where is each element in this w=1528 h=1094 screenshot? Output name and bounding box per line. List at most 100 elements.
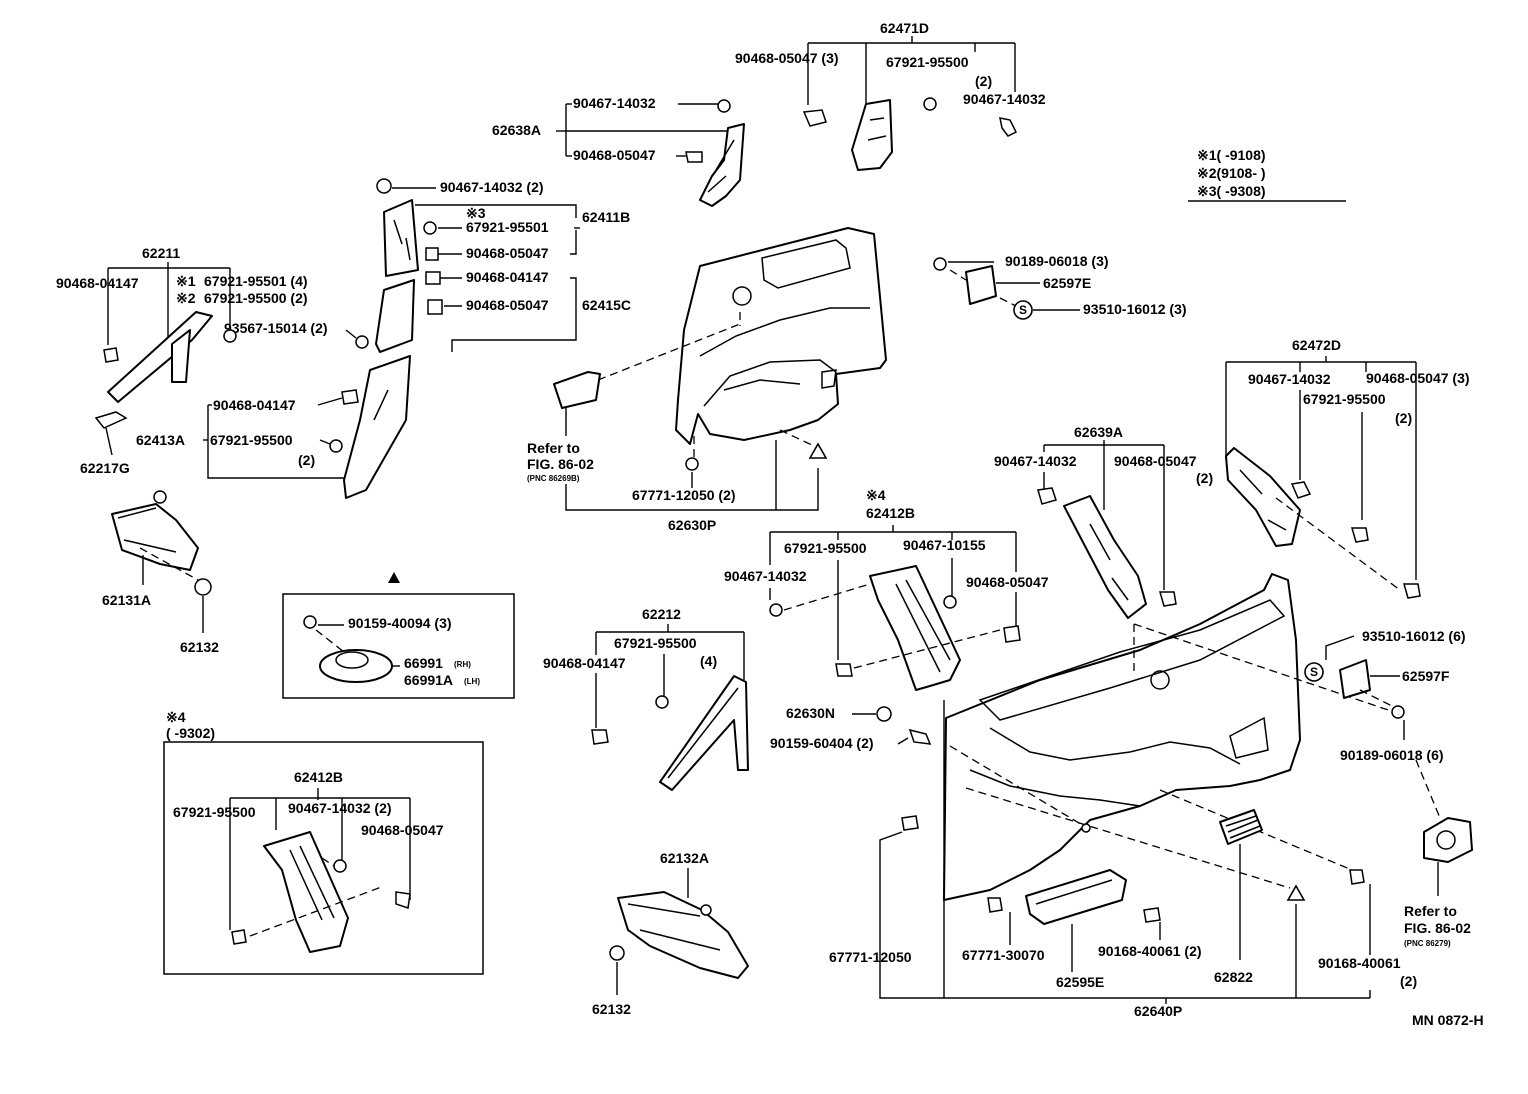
- label-90468-04147-b: 90468-04147: [213, 397, 296, 413]
- label-67921-95500-d: 67921-95500: [614, 635, 697, 651]
- label-90189-06018-3: 90189-06018 (3): [1005, 253, 1109, 269]
- part-66991: [319, 649, 393, 683]
- group-62640P: 67771-12050 67771-30070 90168-40061 (2) …: [829, 573, 1417, 1019]
- handle-62595E: [1025, 869, 1127, 925]
- group-62412B: ※4 62412B 67921-95500 90467-10155 90467-…: [724, 487, 1049, 691]
- clip-62132-b: [609, 945, 625, 961]
- group-62132A: 62132A 62132: [592, 850, 749, 1017]
- triangle-marker-2: [808, 442, 828, 459]
- refer-right-3: (PNC 86279): [1404, 939, 1451, 948]
- label-62595E: 62595E: [1056, 974, 1104, 990]
- label-90168-40061-2: 90168-40061 (2): [1098, 943, 1202, 959]
- label-90467-14032: 90467-14032: [963, 91, 1046, 107]
- group-62638A: 90467-14032 62638A 90468-05047: [492, 95, 745, 207]
- group-62131A: 62131A 62132: [102, 490, 219, 655]
- panel-62630P: [675, 227, 887, 445]
- trim-62415C: [375, 279, 415, 353]
- label-90468-05047-d: 90468-05047: [966, 574, 1049, 590]
- label-66991-rh: (RH): [454, 660, 471, 669]
- label-67921-95501: 67921-95501: [466, 219, 549, 235]
- label-67921-95500-r: 67921-95500: [1303, 391, 1386, 407]
- label-90159-40094-3: 90159-40094 (3): [348, 615, 452, 631]
- pillar-62472D: [1225, 447, 1301, 547]
- inset-note-range: ( -9302): [166, 725, 215, 741]
- inset-box: ※4 ( -9302) 62412B 67921-95500 90467-140…: [163, 709, 484, 975]
- group-66991-box: 90159-40094 (3) 66991 (RH) 66991A (LH): [282, 572, 515, 699]
- label-67771-30070: 67771-30070: [962, 947, 1045, 963]
- refer-right-2: FIG. 86-02: [1404, 920, 1471, 936]
- refer-left-3: (PNC 86269B): [527, 474, 580, 483]
- label-62131A: 62131A: [102, 592, 151, 608]
- label-62639A: 62639A: [1074, 424, 1123, 440]
- clip-67921-95500-b: [329, 439, 343, 453]
- group-62471D: 62471D 90468-05047 (3) 67921-95500 (2) 9…: [735, 20, 1046, 171]
- label-62415C: 62415C: [582, 297, 631, 313]
- label-62413A: 62413A: [136, 432, 185, 448]
- group-62597F: 93510-16012 (6) S 62597F 90189-06018 (6): [1304, 628, 1466, 763]
- refer-right-1: Refer to: [1404, 903, 1457, 919]
- label-qty-2-b: (2): [298, 452, 315, 468]
- clip-67921-95501: [423, 221, 437, 235]
- group-62211: 62211 90468-04147 ※1 67921-95501 (4) ※2 …: [56, 245, 308, 476]
- triangle-marker: [388, 572, 400, 583]
- group-62630N: 62630N 90159-60404 (2): [770, 705, 932, 751]
- label-62597F: 62597F: [1402, 668, 1450, 684]
- label-qty-2-r: (2): [1395, 410, 1412, 426]
- clip-62630N: [876, 706, 892, 722]
- trim-62411B: [383, 199, 419, 277]
- label-90168-40061: 90168-40061: [1318, 955, 1401, 971]
- bracket-62412B: [869, 565, 961, 691]
- legend-row1: ※1( -9108): [1197, 147, 1266, 163]
- label-62132-b: 62132: [592, 1001, 631, 1017]
- label-66991A-lh: (LH): [464, 677, 480, 686]
- group-62597E: 90189-06018 (3) 62597E S 93510-16012 (3): [933, 253, 1187, 320]
- panel-62132A: [617, 891, 749, 979]
- clip-90468-b: [425, 247, 439, 261]
- clip-67771-12050: [685, 457, 699, 471]
- label-note3: ※3: [466, 205, 486, 221]
- inset-part: 62412B: [294, 769, 343, 785]
- label-66991A: 66991A: [404, 672, 453, 688]
- label-90467-14032-2: 90467-14032 (2): [440, 179, 544, 195]
- s-marker-b: [1304, 662, 1324, 682]
- label-62472D: 62472D: [1292, 337, 1341, 353]
- label-90468-04147-left: 90468-04147: [56, 275, 139, 291]
- group-62212: 62212 67921-95500 (4) 90468-04147: [543, 606, 749, 791]
- label-62217G: 62217G: [80, 460, 130, 476]
- label-62132-a: 62132: [180, 639, 219, 655]
- panel-62131A: [111, 503, 199, 571]
- label-90468-05047-c: 90468-05047: [466, 297, 549, 313]
- group-86279: Refer to FIG. 86-02 (PNC 86279): [1404, 759, 1473, 948]
- clip-90468-04147-b: [341, 389, 359, 405]
- label-62211: 62211: [142, 245, 180, 261]
- clip-62217G: [94, 411, 128, 429]
- label-qty-4: (4): [700, 653, 717, 669]
- label-62630P: 62630P: [668, 517, 716, 533]
- label-67921-95501-4: 67921-95501 (4): [204, 273, 308, 289]
- pillar-62638A: [699, 123, 745, 207]
- panel-62640P: [943, 573, 1301, 901]
- label-note4: ※4: [866, 487, 886, 503]
- label-note1: ※1: [176, 273, 196, 289]
- inset-p3: 90468-05047: [361, 822, 444, 838]
- group-62413A: 90468-04147 62413A 67921-95500 (2): [136, 355, 411, 499]
- label-90468-05047-a: 90468-05047: [573, 147, 656, 163]
- label-90467-14032-m: 90467-14032: [994, 453, 1077, 469]
- label-90467-14032-a: 90467-14032: [573, 95, 656, 111]
- triangle-marker-3: [1286, 884, 1306, 901]
- clip-90468-04147-a: [425, 271, 441, 285]
- svg-text:S: S: [1310, 665, 1318, 679]
- part-86279: [1423, 817, 1473, 863]
- label-62471D: 62471D: [880, 20, 929, 36]
- label-90467-10155: 90467-10155: [903, 537, 986, 553]
- clip-90159-40094: [303, 615, 317, 629]
- label-note2: ※2: [176, 290, 196, 306]
- clip-90467-14032: [999, 117, 1018, 137]
- panel-62471D: [851, 99, 893, 171]
- clip-62132-a: [194, 578, 212, 596]
- group-62472D: 62472D 90467-14032 90468-05047 (3) 67921…: [1225, 337, 1470, 599]
- trim-62413A: [343, 355, 411, 499]
- refer-left-2: FIG. 86-02: [527, 456, 594, 472]
- label-90468-04147-a: 90468-04147: [466, 269, 549, 285]
